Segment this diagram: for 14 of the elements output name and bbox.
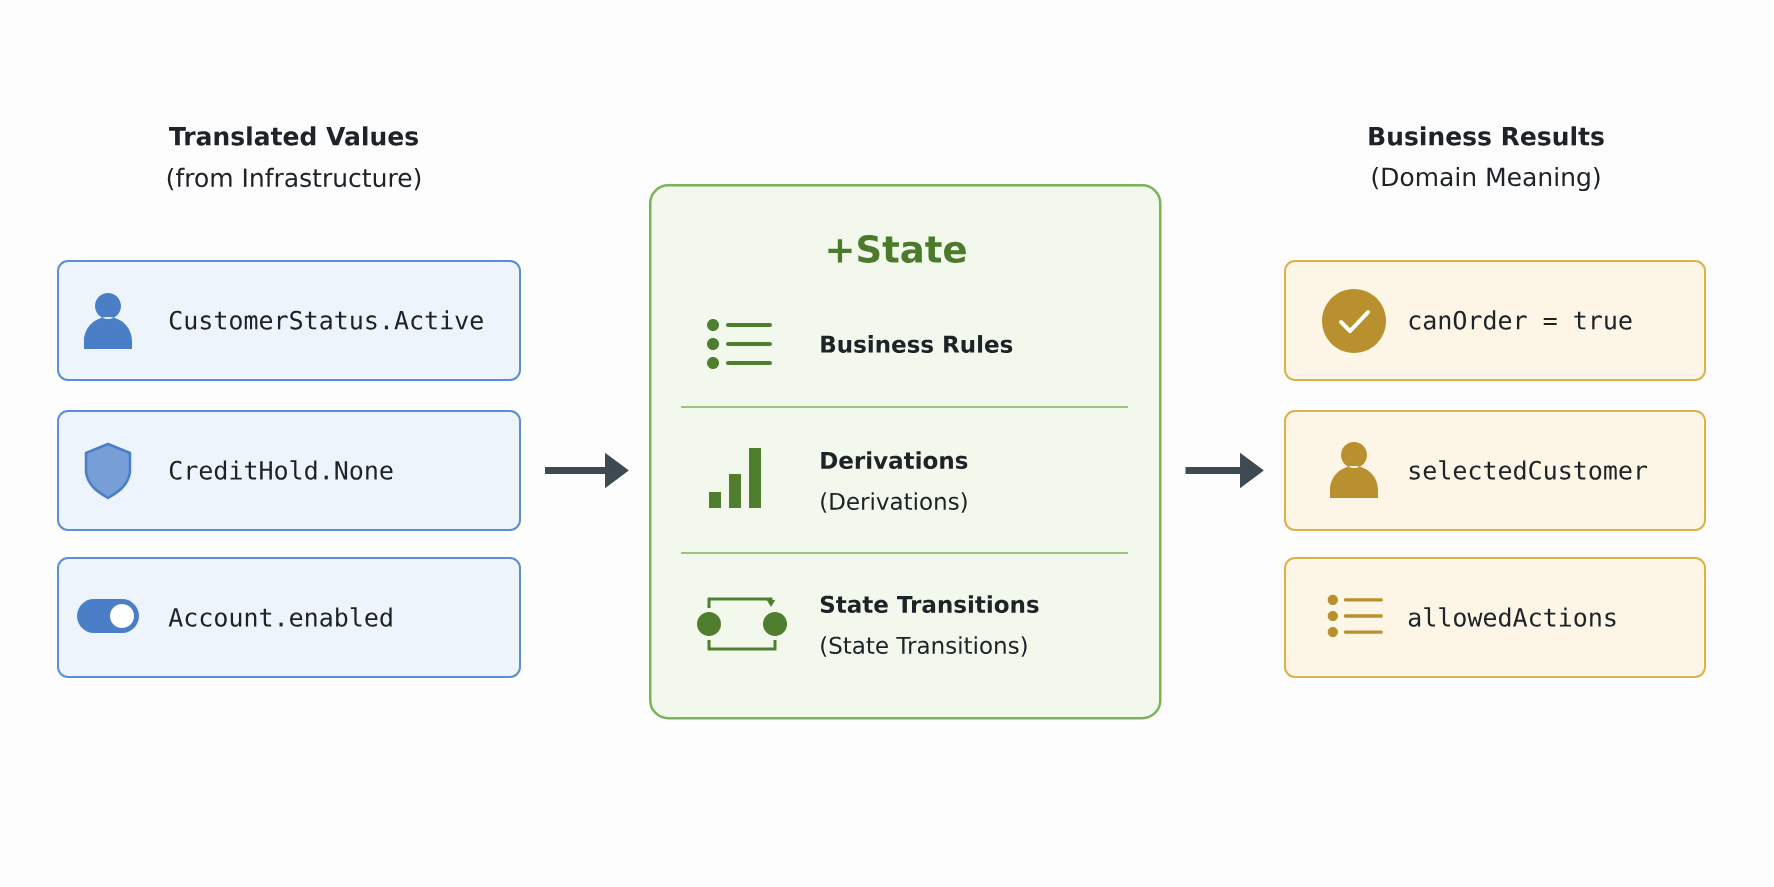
value-box: CreditHold.None bbox=[57, 410, 521, 531]
column-subheading: (from Infrastructure) bbox=[167, 167, 421, 191]
value-box: selectedCustomer bbox=[1284, 410, 1706, 531]
row-label: Derivations (Derivations) bbox=[821, 451, 968, 513]
column-subheading: (Domain Meaning) bbox=[1372, 166, 1600, 192]
column-heading: Business Results bbox=[1369, 126, 1604, 146]
value-box: Account.enabled bbox=[57, 557, 521, 678]
value-box: CustomerStatus.Active bbox=[57, 260, 521, 381]
panel-title: +State bbox=[828, 235, 966, 263]
value-box: allowedActions bbox=[1284, 557, 1706, 678]
row-label: State Transitions (State Transitions) bbox=[820, 595, 1039, 657]
value-box: canOrder = true bbox=[1284, 260, 1706, 381]
row-label: Business Rules bbox=[821, 335, 1013, 353]
column-heading: Translated Values bbox=[169, 126, 418, 146]
